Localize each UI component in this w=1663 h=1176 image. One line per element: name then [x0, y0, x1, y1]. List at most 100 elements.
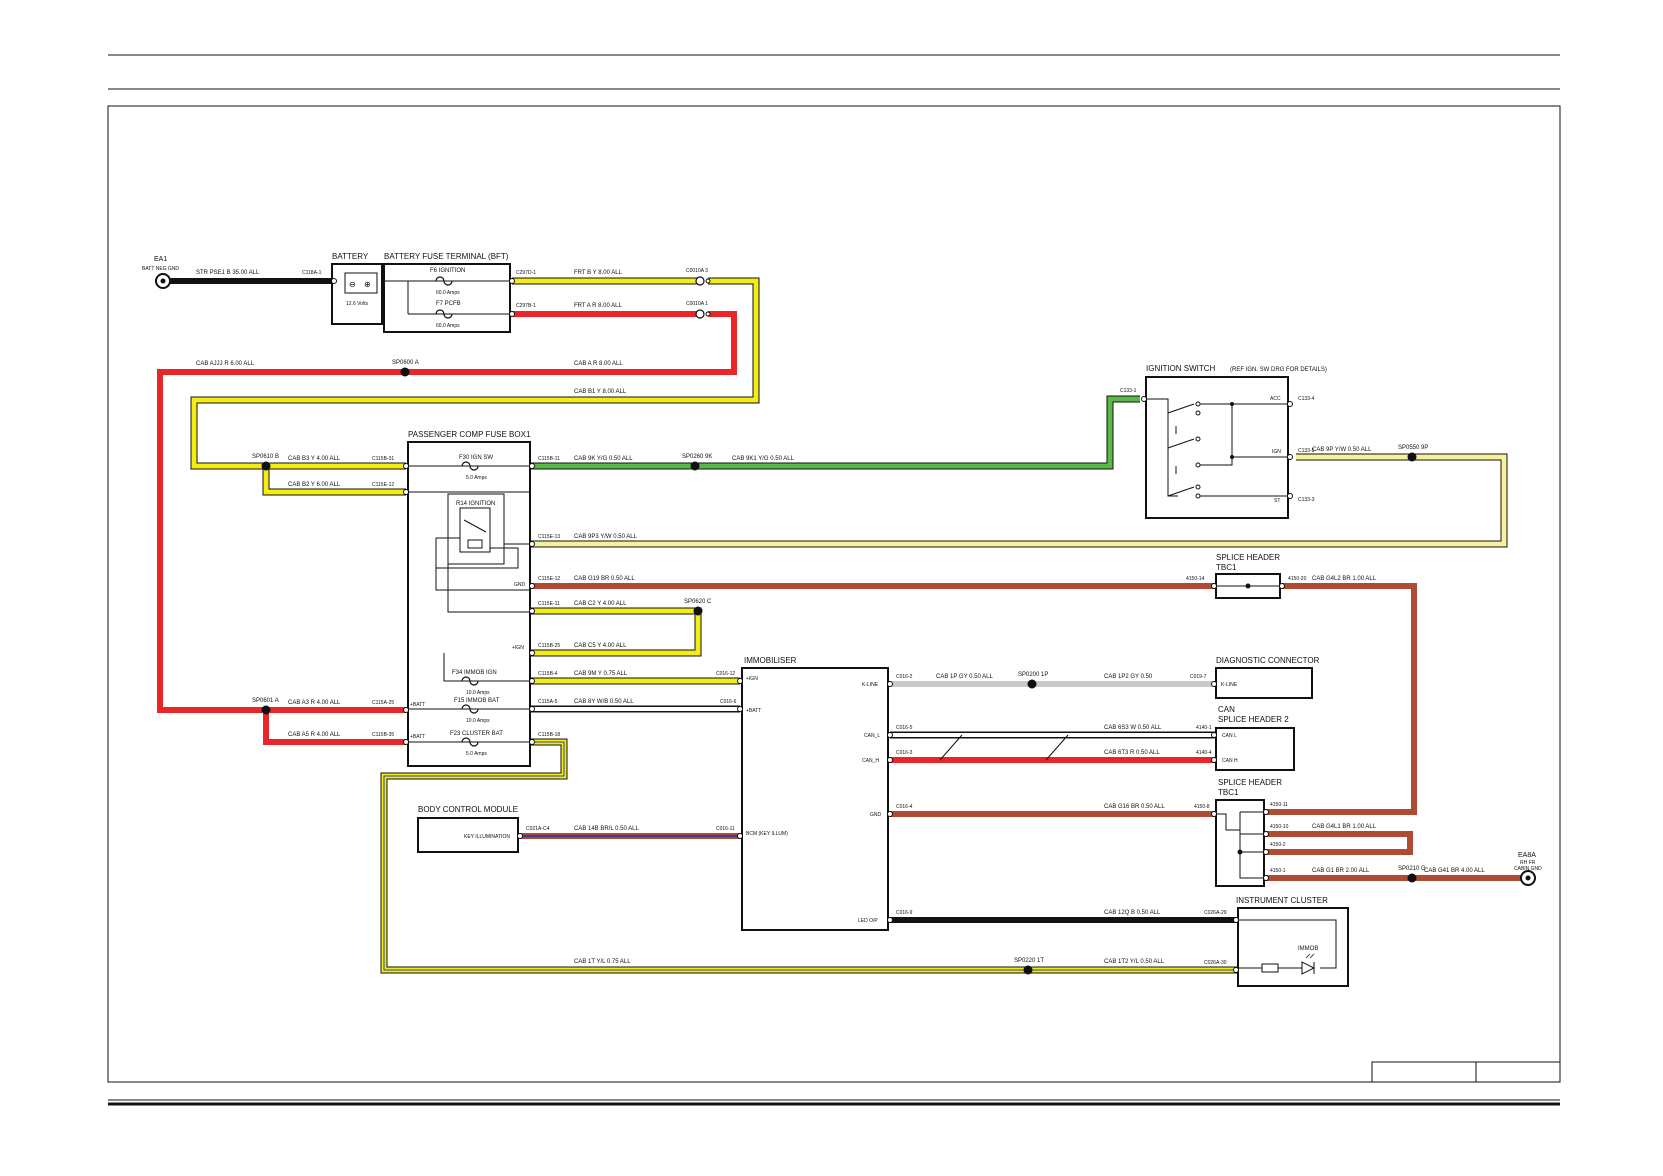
sp0220t: SP0220 1T: [1014, 958, 1044, 964]
pcfb-batt1: +BATT: [410, 702, 425, 708]
battery: ⊖ ⊕ 12.6 Volts BATTERY: [331, 252, 383, 325]
bcm-label: BODY CONTROL MODULE: [418, 805, 518, 814]
c115e-11-label: C115E-11: [538, 601, 560, 607]
w-b-label: FRT B Y 8.00 ALL: [574, 270, 623, 276]
diag-label: DIAGNOSTIC CONNECTOR: [1216, 656, 1320, 665]
c133-4-label: C133-4: [1298, 396, 1315, 402]
w-g4l2-label: CAB G4L2 BR 1.00 ALL: [1312, 576, 1377, 582]
f7-amps: 60.0 Amps: [436, 323, 460, 329]
ic-label: INSTRUMENT CLUSTER: [1236, 896, 1328, 905]
c026a-29-label: C026A-29: [1204, 910, 1227, 916]
s4140-4-label: 4140-4: [1196, 750, 1212, 756]
ic-immob: IMMOB: [1298, 946, 1318, 952]
splice-header-tbc1-top: SPLICE HEADER TBC1: [1215, 553, 1281, 599]
pcfb-label: PASSENGER COMP FUSE BOX1: [408, 430, 531, 439]
c133-3-label: C133-3: [1298, 497, 1315, 503]
c1158-18-label: C115B-18: [538, 732, 560, 738]
s4150-1-label: 4150-1: [1270, 868, 1286, 874]
w-c5-label: CAB C5 Y 4.00 ALL: [574, 643, 627, 649]
c0010a3-label: C0010A 3: [686, 268, 708, 274]
c016-5-label: C016-5: [896, 725, 913, 731]
sp0210g: SP0210 G: [1398, 866, 1426, 872]
splice-dots: [261, 367, 1417, 975]
immo-batt: +BATT: [746, 708, 761, 714]
wire-a5-red: [263, 710, 406, 745]
can-h: CAN H: [1222, 758, 1238, 764]
c016-3-label: C016-3: [896, 750, 913, 756]
ea1-label: EA1: [154, 256, 167, 263]
immobiliser-label: IMMOBILISER: [744, 656, 797, 665]
c016-4-label: C016-4: [896, 804, 913, 810]
battery-fuse-terminal: BATTERY FUSE TERMINAL (BFT) F6 IGNITION …: [382, 252, 512, 333]
ign-switch-ref: (REF IGN. SW DRG FOR DETAILS): [1230, 367, 1327, 373]
ea8a-label: EA8A: [1518, 852, 1536, 859]
w-g16-label: CAB G16 BR 0.50 ALL: [1104, 804, 1165, 810]
ign-ign: IGN: [1272, 449, 1281, 455]
w-g1-label: CAB G1 BR 2.00 ALL: [1312, 868, 1370, 874]
immo-bcm: BCM (KEY ILLUM): [746, 831, 788, 837]
sp0550p: SP0550 9P: [1398, 445, 1428, 451]
can-splice-label: SPLICE HEADER 2: [1218, 715, 1289, 724]
ea1-sublabel: BATT NEG GND: [142, 266, 179, 272]
c016-6-label: C016-6: [720, 699, 737, 705]
c1158-4-label: C115B-4: [538, 671, 558, 677]
c133-5-label: C133-5: [1298, 448, 1315, 454]
s4150-14-label: 4150-14: [1186, 576, 1205, 582]
wire-9p-yellow: [530, 453, 1508, 548]
pcfb-batt2: +BATT: [410, 734, 425, 740]
sp0260k: SP0260 9K: [682, 454, 712, 460]
f6-amps: 60.0 Amps: [436, 290, 460, 296]
immo-gnd: GND: [870, 812, 882, 818]
label-label: ⊕: [364, 280, 371, 289]
ea8a-sub2: CABIN GND: [1514, 866, 1542, 872]
splice-labels: SP0600 A SP0610 B SP0260 9K SP0550 9P SP…: [252, 360, 1428, 964]
w-6s3-label: CAB 6S3 W 0.50 ALL: [1104, 725, 1162, 731]
c0010a1-label: C0010A 1: [686, 301, 708, 307]
c133-1-label: C133-1: [1120, 388, 1137, 394]
f30-label: F30 IGN SW: [459, 455, 493, 461]
s4150-8-label: 4150-8: [1194, 804, 1210, 810]
inline-connectors: [695, 276, 711, 319]
bcm-key: KEY ILLUMINATION: [464, 834, 510, 840]
c115a-5-label: C115A-5: [538, 699, 558, 705]
w-9k1-label: CAB 9K1 Y/G 0.50 ALL: [732, 456, 795, 462]
c297d1-label: C297D-1: [516, 270, 536, 276]
sp0600a: SP0600 A: [392, 360, 419, 366]
wire-labels: STR PSE1 B 35.00 ALL FRT B Y 8.00 ALL FR…: [196, 270, 1485, 965]
s4150-20-label: 4150-20: [1288, 576, 1307, 582]
c1158-31-label: C115B-31: [372, 456, 394, 462]
can-label: CAN: [1218, 705, 1235, 714]
w-g19-label: CAB G19 BR 0.50 ALL: [574, 576, 635, 582]
terminals: [331, 278, 1293, 973]
w-b3-label: CAB B3 Y 4.00 ALL: [288, 456, 341, 462]
w-pse1-label: STR PSE1 B 35.00 ALL: [196, 270, 260, 276]
splice2-label-a: SPLICE HEADER: [1218, 778, 1282, 787]
w-g4l1-label: CAB G4L1 BR 1.00 ALL: [1312, 824, 1377, 830]
f30-amps: 5.0 Amps: [466, 475, 487, 481]
splice2-label-b: TBC1: [1218, 788, 1239, 797]
c118a1-label: C118A-1: [302, 270, 322, 276]
w-g41-label: CAB G41 BR 4.00 ALL: [1424, 868, 1485, 874]
passenger-comp-fuse-box: PASSENGER COMP FUSE BOX1 F30 IGN SW 5.0 …: [407, 430, 531, 767]
c115e-12-label: C115E-12: [372, 482, 394, 488]
w-a2-label: CAB A R 8.00 ALL: [574, 361, 623, 367]
w-1p2-label: CAB 1P2 GY 0.50: [1104, 674, 1153, 680]
w-a-label: FRT A R 8.00 ALL: [574, 303, 622, 309]
immo-kline: K-LINE: [862, 682, 879, 688]
f34-amps: 10.0 Amps: [466, 690, 490, 696]
ignition-switch: IGNITION SWITCH (REF IGN. SW DRG FOR DET…: [1145, 364, 1327, 519]
connector-labels: C118A-1 C297D-1 C297B-1 C0010A 3 C0010A …: [302, 268, 1315, 966]
w-8y-label: CAB 8Y W/B 0.50 ALL: [574, 699, 634, 705]
splice-header-tbc1-bottom: SPLICE HEADER TBC1: [1215, 778, 1282, 887]
immo-canl: CAN_L: [864, 733, 880, 739]
diag-kline: K-LINE: [1221, 682, 1238, 688]
c026a-30-label: C026A-30: [1204, 960, 1227, 966]
battery-volts: 12.6 Volts: [346, 301, 368, 307]
label-label: ⊖: [349, 280, 356, 289]
bft-label: BATTERY FUSE TERMINAL (BFT): [384, 252, 509, 261]
s4150-10-label: 4150-10: [1270, 824, 1289, 830]
c016-2-label: C016-2: [896, 674, 913, 680]
c1158-35-label: C115B-35: [372, 732, 394, 738]
w-9p3-label: CAB 9P3 Y/W 0.50 ALL: [574, 534, 638, 540]
ign-switch-label: IGNITION SWITCH: [1146, 364, 1216, 373]
